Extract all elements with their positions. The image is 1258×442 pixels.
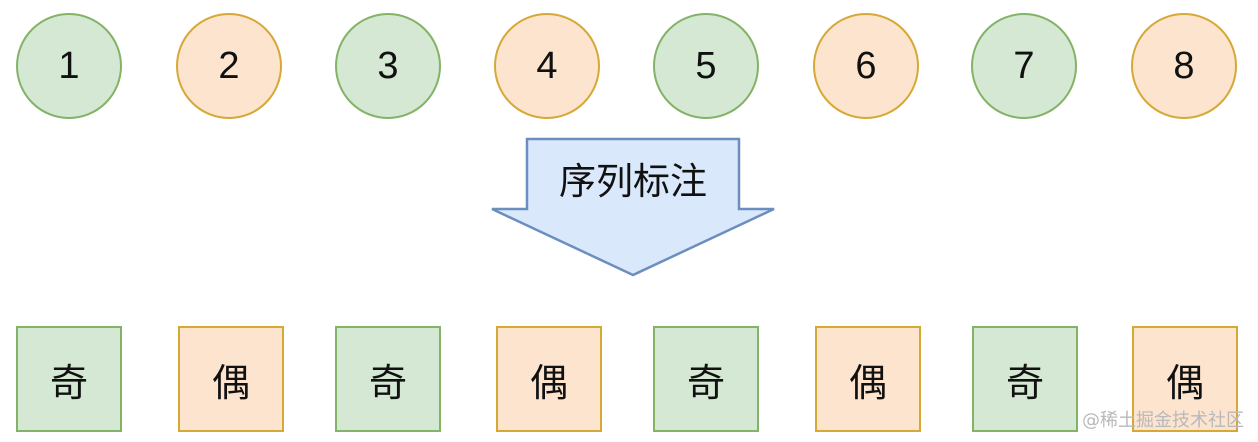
number-circle-3: 3 [335,13,441,119]
arrow-label: 序列标注 [559,160,707,203]
number-circle-7: 7 [971,13,1077,119]
watermark: @稀土掘金技术社区 [1082,410,1244,431]
number-circle-4: 4 [494,13,600,119]
parity-square-2: 偶 [178,326,284,432]
parity-square-5: 奇 [653,326,759,432]
number-circle-6: 6 [813,13,919,119]
number-circle-8: 8 [1131,13,1237,119]
sequence-labeling-arrow [491,137,775,277]
parity-square-4: 偶 [496,326,602,432]
number-circle-5: 5 [653,13,759,119]
parity-square-6: 偶 [815,326,921,432]
parity-square-7: 奇 [972,326,1078,432]
parity-square-1: 奇 [16,326,122,432]
parity-square-8: 偶 [1132,326,1238,432]
number-circle-1: 1 [16,13,122,119]
parity-square-3: 奇 [335,326,441,432]
number-circle-2: 2 [176,13,282,119]
